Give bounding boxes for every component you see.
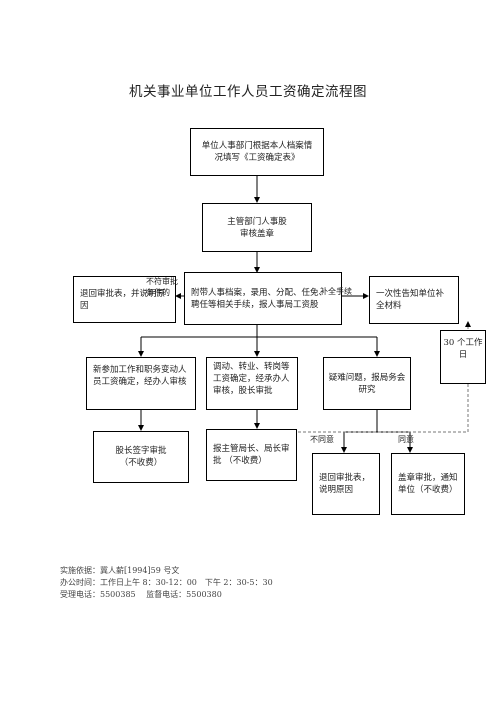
node-chief-sign-text: 股长签字审批（不收费）: [115, 446, 167, 468]
node-difficult: 疑难问题，报局务会研究: [323, 357, 411, 410]
node-difficult-text: 疑难问题，报局务会研究: [328, 372, 406, 395]
node-transfer: 调动、转业、转岗等工资确定，经承办人审核，股长审批: [206, 357, 298, 410]
page-title: 机关事业单位工作人员工资确定流程图: [129, 84, 367, 100]
label-agree: 同意: [398, 435, 414, 444]
node-new-staff: 新参加工作和职务变动人员工资确定，经办人审核: [86, 357, 196, 410]
node-start-text: 单位人事部门根据本人档案情况填写《工资确定表》: [201, 141, 313, 163]
footer-basis: 实施依据：冀人薪[1994]59 号文: [60, 566, 180, 575]
node-approve-stamp-text: 盖章审批，通知单位（不收费）: [398, 473, 458, 495]
node-chief-sign: 股长签字审批（不收费）: [93, 431, 189, 483]
label-disagree: 不同意: [310, 435, 334, 444]
node-notify-supplement-text: 一次性告知单位补全材料: [376, 289, 445, 311]
node-dept-review-text: 主管部门人事股审核盖章: [227, 216, 287, 239]
node-dept-review: 主管部门人事股审核盖章: [202, 203, 312, 252]
footer-hours: 办公时间：工作日上午 8：30-12：00 下午 2：30-5：30: [60, 578, 273, 587]
node-notify-supplement: 一次性告知单位补全材料: [369, 276, 459, 324]
node-reject-left: 退回审批表，并说明原因: [73, 276, 176, 323]
node-submit-text: 附带人事档案，录用、分配、任免、聘任等相关手续，报人事局工资股: [191, 287, 328, 310]
node-thirty-days: 30 个工作日: [440, 330, 486, 384]
label-not-meet: 不符审批条件的: [146, 277, 178, 297]
node-start: 单位人事部门根据本人档案情况填写《工资确定表》: [190, 128, 324, 176]
node-reject-bottom: 退回审批表，说明原因: [312, 453, 380, 515]
footer-phones: 受理电话：5500385 监督电话：5500380: [60, 590, 222, 599]
label-supplement: 补全手续: [320, 287, 352, 296]
node-reject-left-text: 退回审批表，并说明原因: [80, 288, 166, 311]
node-new-staff-text: 新参加工作和职务变动人员工资确定，经办人审核: [93, 365, 187, 387]
node-approve-stamp: 盖章审批，通知单位（不收费）: [391, 453, 465, 515]
node-director: 报主管局长、局长审批 （不收费）: [206, 429, 297, 481]
node-reject-bottom-text: 退回审批表，说明原因: [319, 473, 371, 495]
node-submit: 附带人事档案，录用、分配、任免、聘任等相关手续，报人事局工资股: [184, 272, 342, 325]
node-director-text: 报主管局长、局长审批 （不收费）: [213, 444, 290, 466]
node-thirty-days-text: 30 个工作日: [443, 338, 483, 360]
node-transfer-text: 调动、转业、转岗等工资确定，经承办人审核，股长审批: [213, 362, 290, 396]
